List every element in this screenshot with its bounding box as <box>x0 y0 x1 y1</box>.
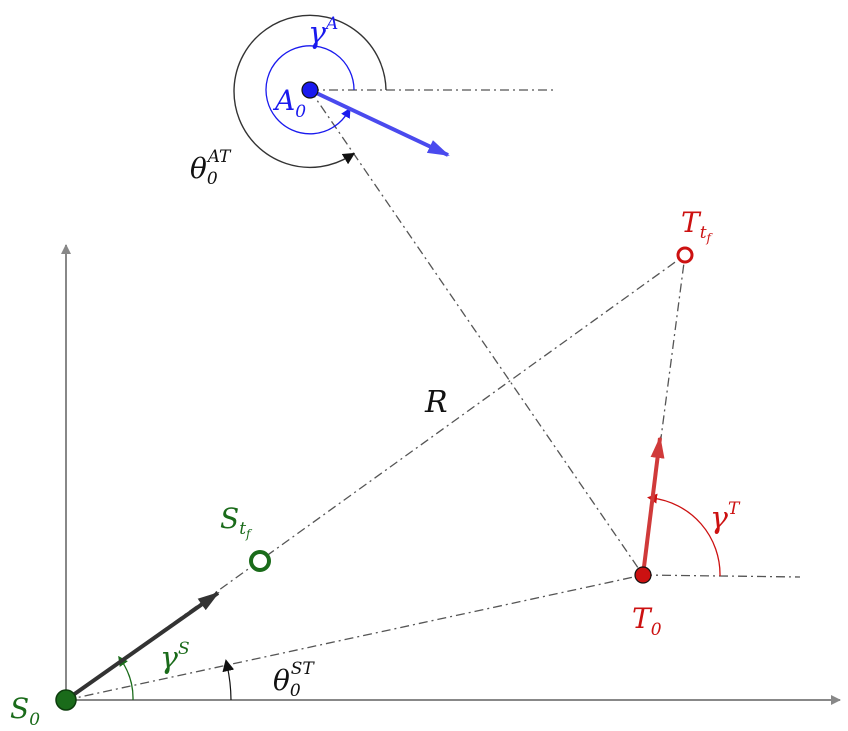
label-gamma-s: γS <box>160 639 190 676</box>
point-t0 <box>634 566 652 584</box>
gamma-a-arc <box>265 45 355 135</box>
label-gamma-t: γT <box>710 499 741 536</box>
label-s0: S0 <box>10 692 40 730</box>
gamma-s-arc <box>118 655 134 701</box>
gamma-t-arc <box>647 493 721 577</box>
label-theta-at: θ0AT <box>190 147 232 189</box>
line-a0-t0 <box>309 89 644 576</box>
label-stf: Stf <box>220 502 253 541</box>
point-s0 <box>55 689 77 711</box>
point-a0 <box>301 81 319 99</box>
label-ttf: Ttf <box>681 206 714 245</box>
label-distance-r: R <box>424 385 448 420</box>
velocity-vector-a <box>309 88 450 157</box>
label-t0: T0 <box>632 602 662 640</box>
velocity-vector-t <box>641 436 665 576</box>
velocity-vector-s <box>64 591 220 702</box>
line-t0-horizontal <box>642 574 801 578</box>
line-s0-t0 <box>65 574 644 701</box>
theta-at-arc <box>233 14 387 169</box>
line-t0-ttf <box>642 254 686 576</box>
theta-st-arc <box>222 659 235 701</box>
label-gamma-a: γA <box>308 14 338 51</box>
point-stf <box>249 550 271 572</box>
point-ttf <box>676 246 694 264</box>
label-theta-st: θ0ST <box>273 659 315 701</box>
label-a0: A0 <box>272 84 306 122</box>
